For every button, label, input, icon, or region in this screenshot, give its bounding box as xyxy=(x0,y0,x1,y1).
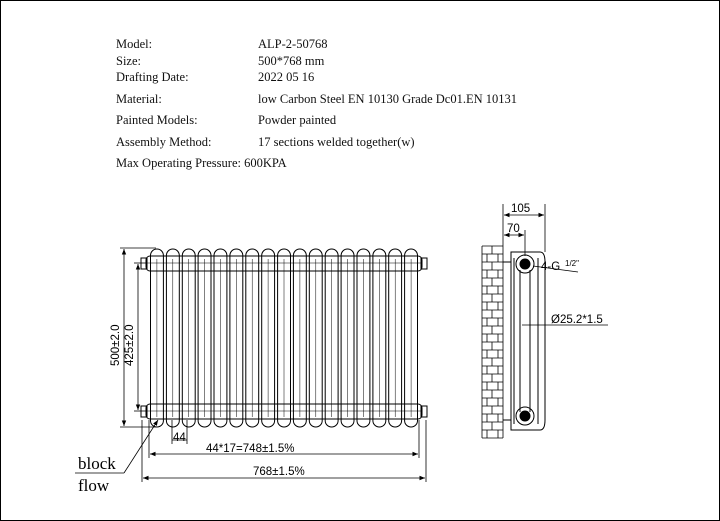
spec-material-label: Material: xyxy=(116,92,162,106)
thread-note-leader xyxy=(532,265,579,273)
radiator-section xyxy=(229,248,244,428)
dim-section-pitch xyxy=(171,420,188,444)
dim-sections-width-label: 44*17=748±1.5% xyxy=(206,443,295,455)
side-outer-body xyxy=(510,251,546,431)
dim-sections-width xyxy=(148,420,420,458)
spec-paint-label: Painted Models: xyxy=(116,113,198,127)
note-flow: flow xyxy=(78,476,110,495)
spec-paint-value: Powder painted xyxy=(258,113,337,127)
radiator-front-view xyxy=(140,248,428,428)
spec-model-value: ALP-2-50768 xyxy=(258,37,328,51)
spec-assembly-value: 17 sections welded together(w) xyxy=(258,135,415,149)
radiator-section xyxy=(165,248,180,428)
radiator-section xyxy=(404,248,419,428)
spec-size-value: 500*768 mm xyxy=(258,54,325,68)
dim-center-height-label: 425±2.0 xyxy=(124,325,136,367)
radiator-section xyxy=(261,248,276,428)
spec-model-label: Model: xyxy=(116,37,153,51)
radiator-section xyxy=(388,248,403,428)
end-cap-top-left xyxy=(140,257,148,270)
radiator-section xyxy=(356,248,371,428)
radiator-section xyxy=(340,248,355,428)
wall-bricks xyxy=(481,245,504,439)
top-header-pipe xyxy=(145,255,423,272)
top-connector-inner xyxy=(519,258,531,270)
radiator-section xyxy=(324,248,339,428)
bottom-connector-outer xyxy=(515,406,535,426)
dim-section-pitch-label: 44 xyxy=(173,432,186,444)
radiator-section xyxy=(181,248,196,428)
radiator-section xyxy=(197,248,212,428)
radiator-columns xyxy=(150,248,419,428)
block-flow-leader xyxy=(75,419,159,474)
radiator-section xyxy=(292,248,307,428)
dim-total-height-label: 500±2.0 xyxy=(110,325,122,367)
dim-total-width-label: 768±1.5% xyxy=(253,466,305,478)
radiator-section xyxy=(277,248,292,428)
thread-note: 4-G xyxy=(541,261,560,273)
radiator-section xyxy=(150,248,164,428)
tube-note: Ø25.2*1.5 xyxy=(551,314,603,326)
spec-assembly-label: Assembly Method: xyxy=(116,135,212,149)
radiator-section xyxy=(245,248,260,428)
radiator-section xyxy=(372,248,387,428)
note-block: block xyxy=(78,454,116,473)
dim-total-width xyxy=(141,420,427,482)
radiator-section xyxy=(213,248,228,428)
spec-pressure: Max Operating Pressure: 600KPA xyxy=(116,156,287,170)
spec-date-value: 2022 05 16 xyxy=(258,70,315,84)
end-cap-bottom-right xyxy=(420,405,428,418)
end-cap-top-right xyxy=(420,257,428,270)
bottom-connector-inner xyxy=(519,410,531,422)
dim-offset-label: 70 xyxy=(507,223,520,235)
spec-size-label: Size: xyxy=(116,54,141,68)
bottom-header-pipe xyxy=(145,403,423,420)
spec-date-label: Drafting Date: xyxy=(116,70,189,84)
dim-depth-label: 105 xyxy=(511,203,530,215)
dim-depth xyxy=(502,204,546,252)
dim-total-height xyxy=(120,247,156,428)
dim-center-height xyxy=(134,262,146,412)
dim-offset xyxy=(504,230,526,256)
radiator-section xyxy=(308,248,323,428)
thread-fraction: 1/2" xyxy=(565,259,579,268)
end-cap-bottom-left xyxy=(140,405,148,418)
radiator-side-view xyxy=(503,251,546,431)
spec-material-value: low Carbon Steel EN 10130 Grade Dc01.EN … xyxy=(258,92,517,106)
